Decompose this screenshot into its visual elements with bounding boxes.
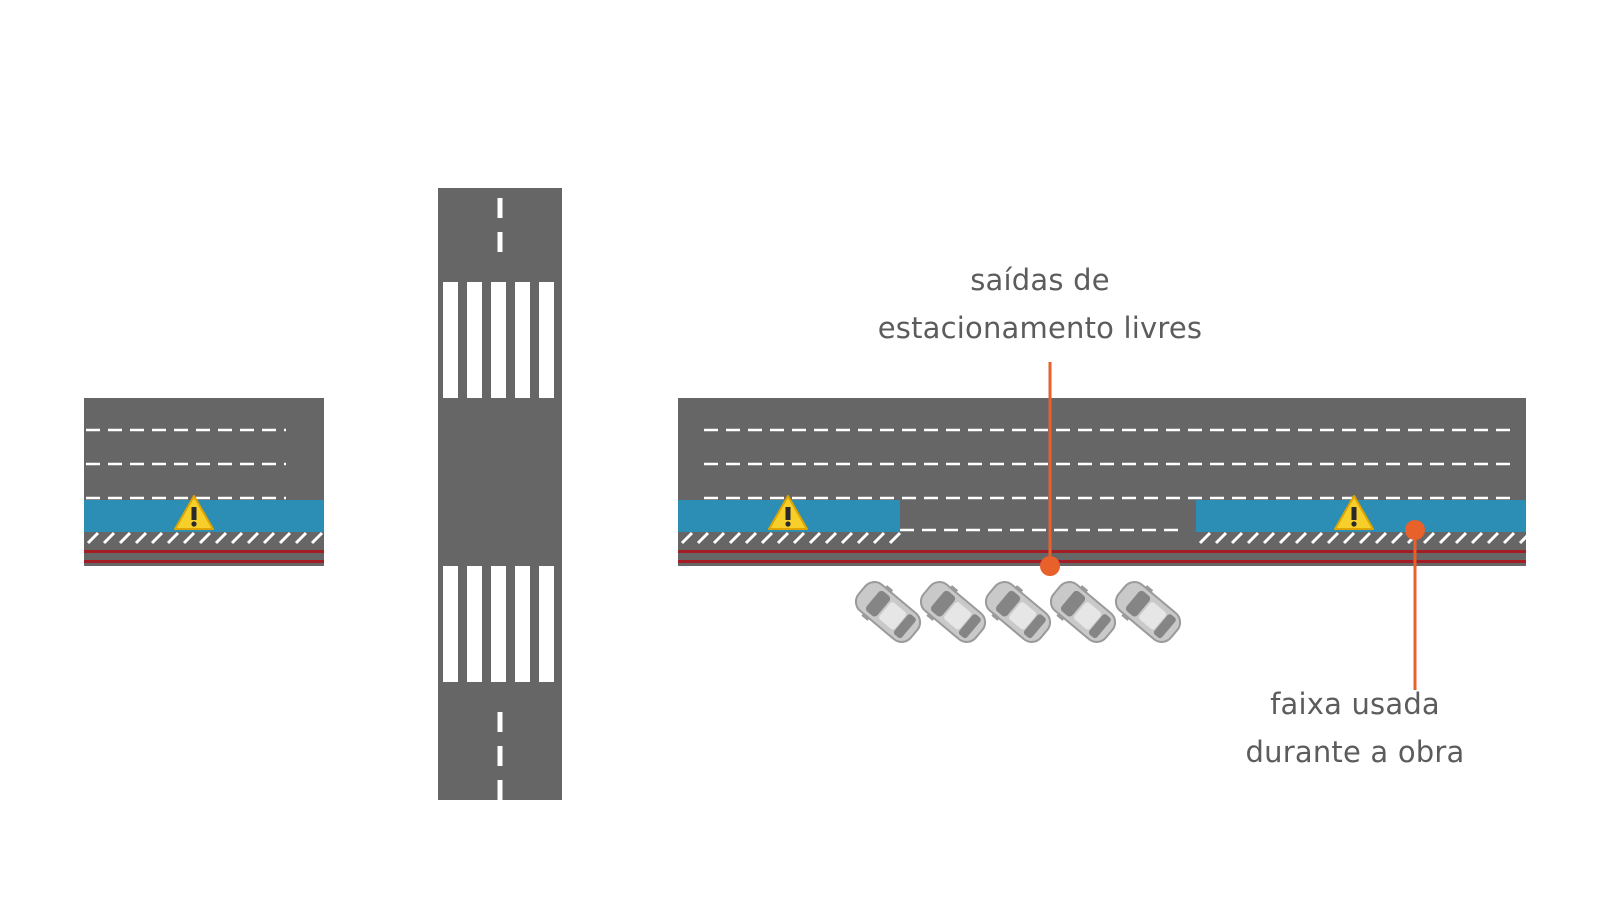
callout-construction-lane: faixa usada durante a obra	[1125, 680, 1585, 776]
callout-lane-line1: faixa usada	[1270, 687, 1440, 721]
car-icon	[984, 581, 1052, 643]
parked-cars	[854, 581, 1182, 643]
callout-parking-line2: estacionamento livres	[877, 311, 1203, 345]
crosswalk-bottom	[443, 566, 554, 682]
lane-markings	[86, 198, 1516, 800]
crosswalk-right	[562, 402, 678, 556]
crosswalk-left	[324, 402, 438, 556]
car-icon	[854, 581, 922, 643]
car-icon	[1114, 581, 1182, 643]
intersection	[438, 398, 562, 566]
callout-lane-line2: durante a obra	[1245, 735, 1465, 769]
warning-triangle-icon	[768, 495, 808, 530]
warning-triangle-icon	[174, 495, 214, 530]
crosswalk-top	[443, 282, 554, 398]
car-icon	[1049, 581, 1117, 643]
hatched-strip	[84, 531, 1532, 545]
car-icon	[919, 581, 987, 643]
curb-line	[84, 550, 1526, 563]
callout-parking-line1: saídas de	[970, 263, 1110, 297]
callout-line-parking	[1040, 362, 1060, 576]
callout-parking-exits: saídas de estacionamento livres	[800, 256, 1280, 352]
warning-triangle-icon	[1334, 495, 1374, 530]
callout-line-lane	[1405, 520, 1425, 690]
